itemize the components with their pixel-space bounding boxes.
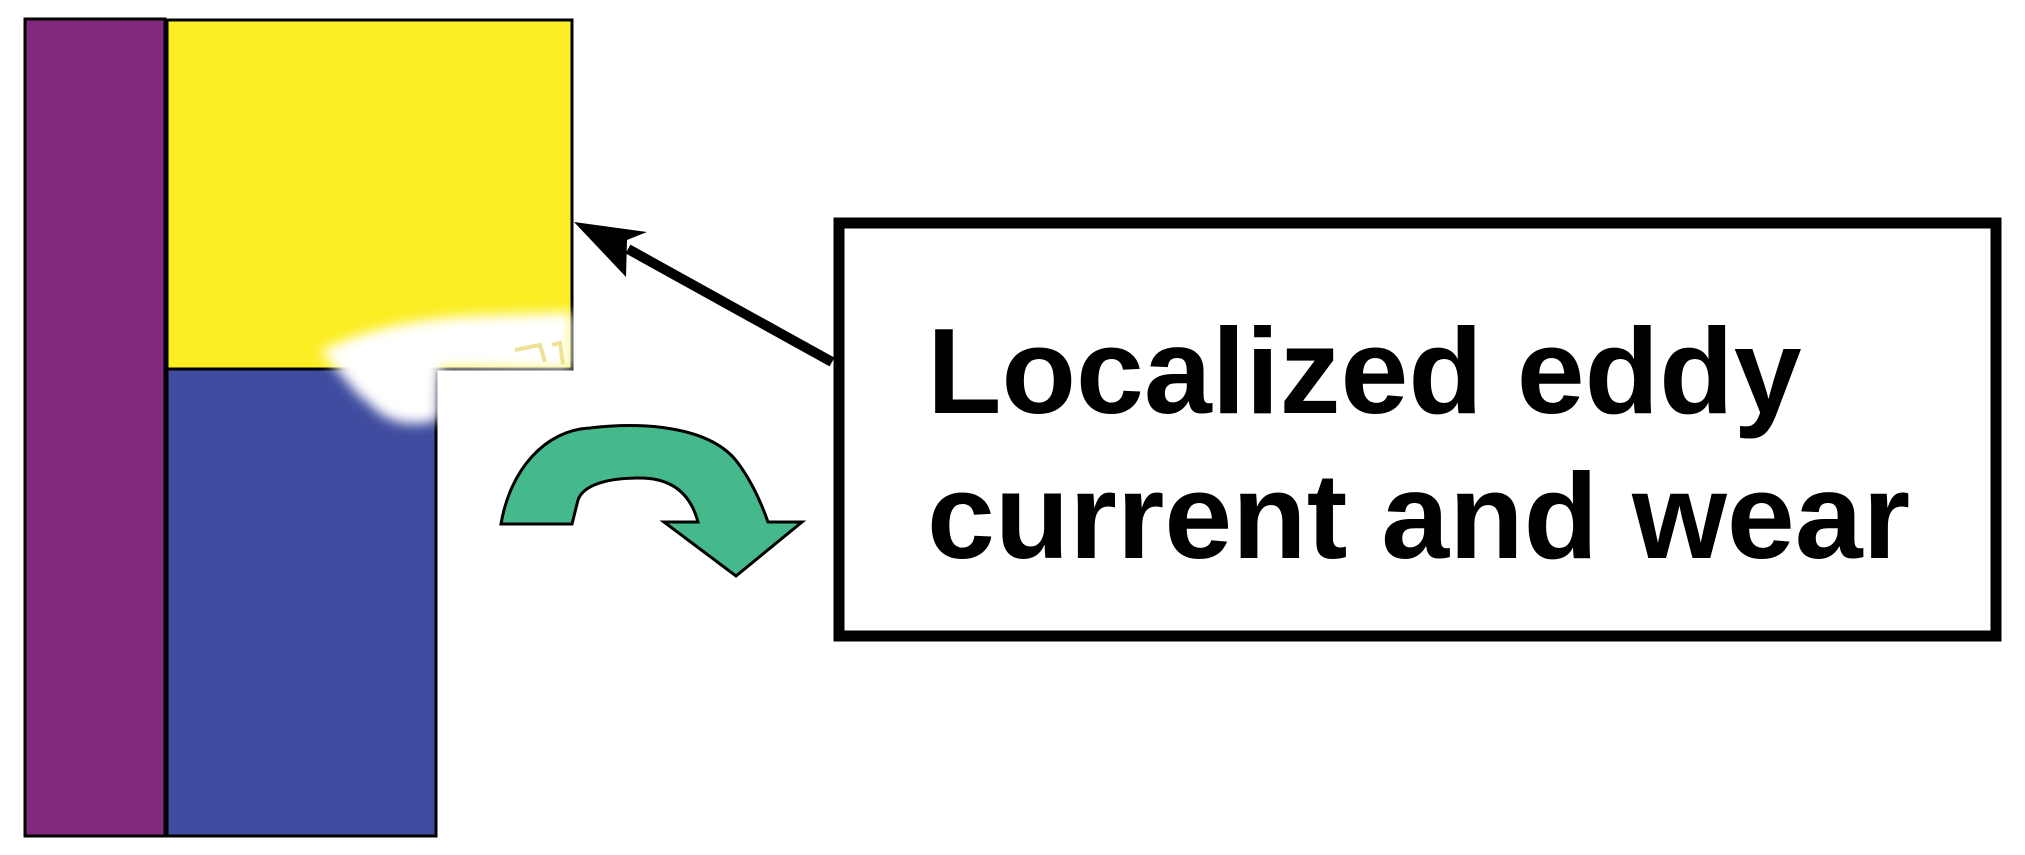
left-strip — [23, 17, 167, 838]
curved-arrow-icon — [499, 424, 807, 578]
lower-block — [165, 367, 438, 838]
upper-block — [165, 18, 574, 371]
arrow-icon — [574, 222, 647, 277]
wear-patch-trace — [514, 340, 565, 365]
wear-patch — [320, 312, 572, 424]
pointer-line — [625, 244, 835, 367]
callout-line-1: Localized eddy — [927, 303, 1802, 439]
callout-line-2: current and wear — [927, 448, 1910, 584]
callout-box — [833, 217, 2002, 642]
